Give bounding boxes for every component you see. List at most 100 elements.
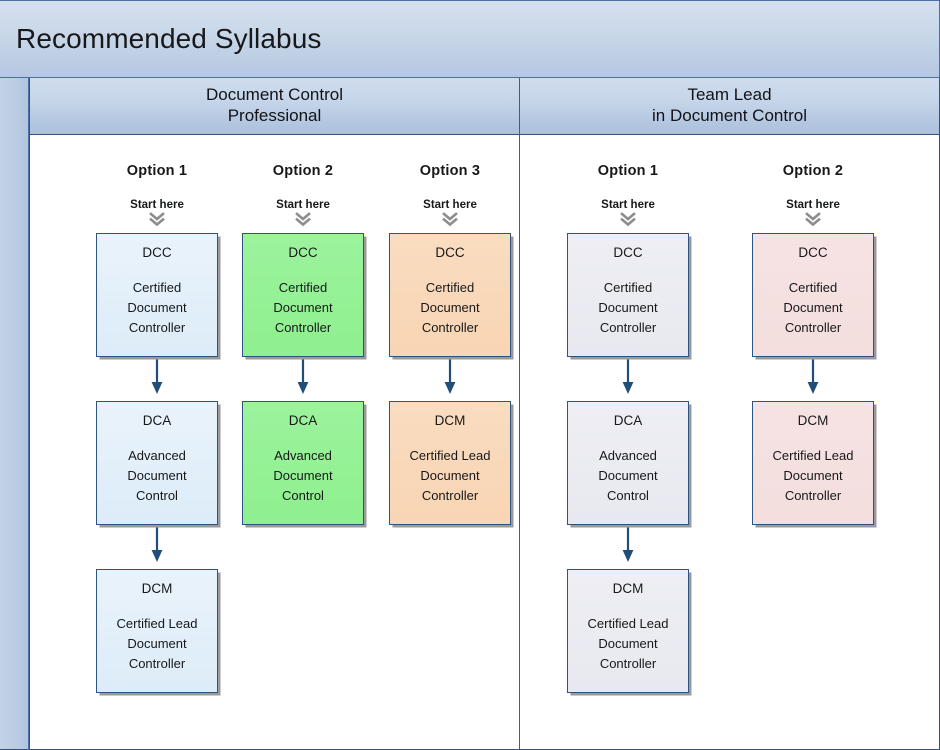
node-desc-line: Certified	[603, 279, 653, 295]
node-desc-line: Controller	[421, 320, 479, 336]
node-desc-line: Controller	[599, 320, 657, 336]
node-code: DCM	[797, 413, 829, 428]
left-rail	[0, 78, 29, 750]
node-desc-line: Document	[127, 300, 187, 316]
arrow-down-icon	[622, 525, 634, 562]
start-here-label: Start here	[423, 199, 477, 211]
double-chevron-down-icon	[149, 212, 165, 227]
node-desc-line: Certified Lead	[587, 615, 669, 631]
panel-header: Team Lead in Document Control	[520, 78, 939, 135]
node-desc-line: Document	[598, 300, 658, 316]
node-desc-line: Controller	[784, 488, 842, 504]
panel-header-line-1: Document Control	[205, 85, 343, 105]
node-desc-line: Certified Lead	[772, 447, 854, 463]
start-here-label: Start here	[276, 199, 330, 211]
start-here-label: Start here	[601, 199, 655, 211]
node-desc-line: Document	[273, 468, 333, 484]
node-desc-line: Controller	[274, 320, 332, 336]
node-desc-line: Certified	[788, 279, 838, 295]
node-desc-line: Controller	[128, 656, 186, 672]
start-here-label: Start here	[786, 199, 840, 211]
node-desc-line: Controller	[599, 656, 657, 672]
node-desc-line: Controller	[128, 320, 186, 336]
node-desc-line: Advanced	[274, 447, 332, 463]
node-desc-line: Controller	[421, 488, 479, 504]
start-here-label: Start here	[130, 199, 184, 211]
node-desc-line: Document	[127, 636, 187, 652]
panel-header-line-2: in Document Control	[652, 106, 807, 125]
node-desc-line: Advanced	[599, 447, 657, 463]
arrow-down-icon	[151, 357, 163, 394]
option-title: Option 2	[782, 163, 844, 179]
panel-header-line-2: Professional	[227, 106, 322, 125]
node-desc-line: Certified	[425, 279, 475, 295]
double-chevron-down-icon	[620, 212, 636, 227]
node-desc-line: Certified Lead	[409, 447, 491, 463]
option-title: Option 2	[272, 163, 334, 179]
double-chevron-down-icon	[295, 212, 311, 227]
option-title: Option 3	[419, 163, 481, 179]
node-desc-line: Control	[607, 488, 649, 504]
panel-header: Document Control Professional	[30, 78, 519, 135]
node-code: DCC	[798, 245, 828, 260]
node-desc-line: Document	[598, 636, 658, 652]
node-code: DCA	[142, 413, 172, 428]
page-title: Recommended Syllabus	[16, 23, 322, 54]
panel-document-control-professional: Document Control Professional Option 1 St…	[29, 78, 520, 750]
arrow-down-icon	[622, 357, 634, 394]
node-desc-line: Control	[136, 488, 178, 504]
node-desc-line: Document	[273, 300, 333, 316]
node-desc-line: Advanced	[128, 447, 186, 463]
option-title: Option 1	[126, 163, 188, 179]
arrow-down-icon	[297, 357, 309, 394]
node-desc-line: Document	[598, 468, 658, 484]
node-desc-line: Certified	[278, 279, 328, 295]
node-code: DCC	[613, 245, 643, 260]
node-desc-line: Document	[420, 300, 480, 316]
arrow-down-icon	[151, 525, 163, 562]
arrow-down-icon	[807, 357, 819, 394]
title-bar: Recommended Syllabus	[0, 0, 940, 78]
node-code: DCM	[141, 581, 173, 596]
double-chevron-down-icon	[442, 212, 458, 227]
node-desc-line: Controller	[784, 320, 842, 336]
node-code: DCC	[288, 245, 318, 260]
node-desc-line: Certified	[132, 279, 182, 295]
option-title: Option 1	[597, 163, 659, 179]
node-code: DCA	[288, 413, 318, 428]
double-chevron-down-icon	[805, 212, 821, 227]
node-desc-line: Document	[127, 468, 187, 484]
node-code: DCC	[142, 245, 172, 260]
panel-header-line-1: Team Lead	[687, 85, 772, 105]
